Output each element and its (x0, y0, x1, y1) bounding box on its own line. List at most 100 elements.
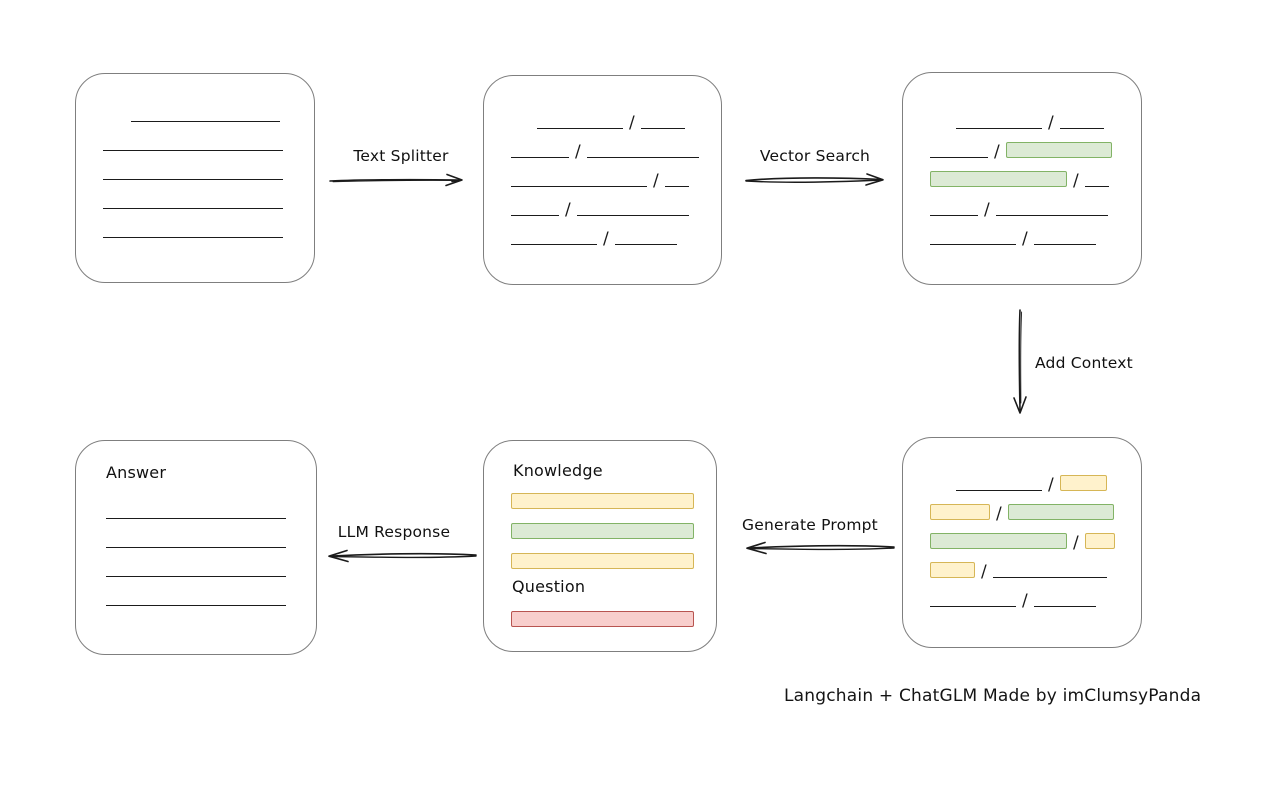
split-segments-box: ///// (483, 75, 722, 285)
question-bars (511, 611, 694, 641)
prompt-bar-green (511, 523, 694, 539)
highlight-bar-green (1007, 504, 1114, 520)
segment-row (103, 490, 289, 519)
matched-segments-box: ///// (902, 72, 1142, 285)
vector-search-arrow (745, 173, 884, 186)
separator-slash: / (1022, 229, 1028, 249)
text-line (537, 128, 623, 129)
text-line (930, 157, 988, 158)
split-segment-rows: ///// (508, 100, 702, 248)
segment-row: / (508, 158, 702, 191)
context-segments-box: / / / / / (902, 437, 1142, 648)
segment-row: / (508, 216, 702, 248)
text-line (930, 215, 978, 216)
prompt-bar-yellow (511, 493, 694, 509)
highlight-bar-green (930, 171, 1067, 187)
knowledge-label: Knowledge (513, 461, 603, 480)
text-line (956, 490, 1042, 491)
separator-slash: / (1073, 533, 1079, 553)
answer-lines (103, 490, 289, 606)
segment-row (100, 151, 286, 180)
segment-row: / (927, 129, 1115, 162)
text-line (511, 215, 559, 216)
text-line (106, 547, 286, 548)
separator-slash: / (1048, 475, 1054, 495)
highlight-bar-yellow (1084, 533, 1115, 549)
text-line (103, 150, 283, 151)
text-splitter-label: Text Splitter (353, 147, 449, 165)
text-line (103, 237, 283, 238)
segment-row: / (508, 187, 702, 220)
text-line (1059, 128, 1104, 129)
separator-slash: / (996, 504, 1002, 524)
separator-slash: / (994, 142, 1000, 162)
segment-row (100, 209, 286, 238)
text-line (106, 576, 286, 577)
text-line (992, 577, 1107, 578)
separator-slash: / (1022, 591, 1028, 611)
text-line (103, 208, 283, 209)
vector-search-label: Vector Search (759, 147, 871, 165)
highlight-bar-yellow (930, 504, 990, 520)
separator-slash: / (575, 142, 581, 162)
context-segment-rows: / / / / / (927, 462, 1118, 611)
source-document-box (75, 73, 315, 283)
knowledge-bars (511, 493, 694, 583)
prompt-bar-yellow (511, 553, 694, 569)
highlight-bar-yellow (1059, 475, 1107, 491)
prompt-box: Knowledge Question (483, 440, 717, 652)
segment-row (103, 519, 289, 548)
separator-slash: / (629, 113, 635, 133)
separator-slash: / (1073, 171, 1079, 191)
answer-box: Answer (75, 440, 317, 655)
text-line (956, 128, 1042, 129)
segment-row (100, 122, 286, 151)
text-line (103, 179, 283, 180)
text-line (106, 518, 286, 519)
text-line (511, 186, 647, 187)
segment-row: / (927, 549, 1118, 582)
text-line (106, 605, 286, 606)
matched-segment-rows: ///// (927, 100, 1115, 249)
highlight-bar-green (1005, 142, 1112, 158)
segment-row: / (927, 216, 1115, 249)
add-context-label: Add Context (1035, 354, 1133, 372)
segment-row: / (927, 100, 1115, 133)
text-line (930, 244, 1016, 245)
text-line (664, 186, 689, 187)
text-line (614, 244, 677, 245)
llm-response-arrow (328, 549, 477, 563)
segment-row: / (508, 129, 702, 162)
text-line (1084, 186, 1109, 187)
generate-prompt-label: Generate Prompt (742, 516, 878, 534)
segment-row: / (927, 491, 1118, 524)
text-line (995, 215, 1108, 216)
segment-row: / (927, 158, 1115, 191)
question-label: Question (512, 577, 586, 596)
document-lines (100, 93, 286, 238)
answer-label: Answer (106, 463, 167, 482)
segment-row (103, 548, 289, 577)
generate-prompt-arrow (746, 541, 895, 555)
text-line (1033, 606, 1096, 607)
segment-row (103, 577, 289, 606)
text-line (576, 215, 689, 216)
separator-slash: / (981, 562, 987, 582)
text-line (640, 128, 685, 129)
text-line (511, 157, 569, 158)
prompt-bar-red (511, 611, 694, 627)
text-line (586, 157, 699, 158)
separator-slash: / (1048, 113, 1054, 133)
highlight-bar-yellow (930, 562, 975, 578)
separator-slash: / (565, 200, 571, 220)
llm-response-label: LLM Response (337, 523, 451, 541)
segment-row: / (927, 520, 1118, 553)
add-context-arrow (1013, 309, 1027, 414)
segment-row: / (927, 462, 1118, 495)
separator-slash: / (653, 171, 659, 191)
text-line (930, 606, 1016, 607)
diagram-caption: Langchain + ChatGLM Made by imClumsyPand… (784, 686, 1202, 706)
text-line (1033, 244, 1096, 245)
segment-row (100, 180, 286, 209)
